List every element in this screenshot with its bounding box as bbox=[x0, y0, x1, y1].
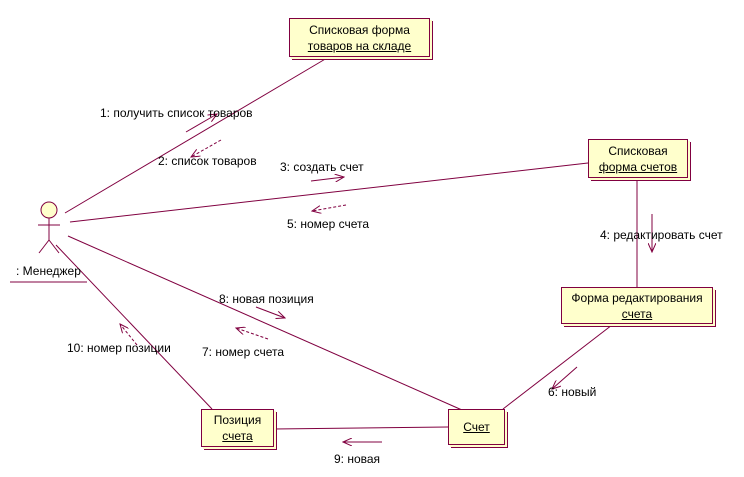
link-actor-invoice bbox=[67, 235, 463, 411]
link-position-invoice bbox=[273, 426, 449, 430]
message-label-m3: 3: создать счет bbox=[280, 160, 364, 174]
object-stock-list-line1: Списковая форма bbox=[309, 22, 410, 37]
arrow-m8 bbox=[255, 306, 285, 318]
message-label-m6: 6: новый bbox=[548, 385, 597, 399]
arrow-m2 bbox=[191, 139, 222, 157]
object-position-line2: счета bbox=[222, 429, 253, 443]
message-label-m8: 8: новая позиция bbox=[219, 292, 314, 306]
arrow-m7 bbox=[236, 328, 269, 340]
message-label-m9: 9: новая bbox=[334, 452, 381, 466]
object-invoice-list-form[interactable]: Списковая форма счетов bbox=[588, 139, 688, 178]
arrow-m5 bbox=[312, 204, 347, 211]
object-stock-list-form[interactable]: Списковая форма товаров на складе bbox=[289, 18, 430, 57]
message-label-m10: 10: номер позиции bbox=[67, 341, 171, 355]
message-arrows bbox=[120, 114, 652, 442]
object-invoice[interactable]: Счет bbox=[448, 409, 505, 445]
arrow-m3 bbox=[310, 177, 344, 181]
object-invoice-list-line1: Списковая bbox=[608, 143, 668, 158]
object-invoice-position[interactable]: Позиция счета bbox=[201, 409, 274, 447]
object-stock-list-line2: товаров на складе bbox=[307, 38, 412, 53]
link-edit-form-invoice bbox=[502, 324, 613, 410]
message-label-m5: 5: номер счета bbox=[287, 217, 370, 231]
message-label-m1: 1: получить список товаров bbox=[100, 106, 253, 120]
actor-label: : Менеджер bbox=[16, 264, 81, 278]
link-actor-invoice-list bbox=[69, 162, 589, 223]
message-label-m2: 2: список товаров bbox=[158, 154, 257, 168]
object-invoice-list-line2: форма счетов bbox=[598, 159, 678, 174]
object-edit-form-line1: Форма редактирования bbox=[571, 290, 703, 305]
object-edit-form-line2: счета bbox=[621, 306, 653, 321]
object-invoice-line1: Счет bbox=[463, 420, 490, 434]
arrow-m6 bbox=[552, 366, 578, 389]
arrow-m10 bbox=[120, 324, 138, 346]
message-label-m7: 7: номер счета bbox=[202, 345, 285, 359]
link-actor-position bbox=[55, 244, 213, 410]
link-actor-stock-list bbox=[64, 57, 328, 214]
object-invoice-edit-form[interactable]: Форма редактирования счета bbox=[561, 287, 713, 324]
arrow-m1 bbox=[185, 114, 217, 133]
actor-figure bbox=[38, 201, 60, 254]
message-label-m4: 4: редактировать счет bbox=[600, 228, 723, 242]
object-position-line1: Позиция bbox=[213, 413, 262, 427]
association-links bbox=[55, 57, 638, 430]
